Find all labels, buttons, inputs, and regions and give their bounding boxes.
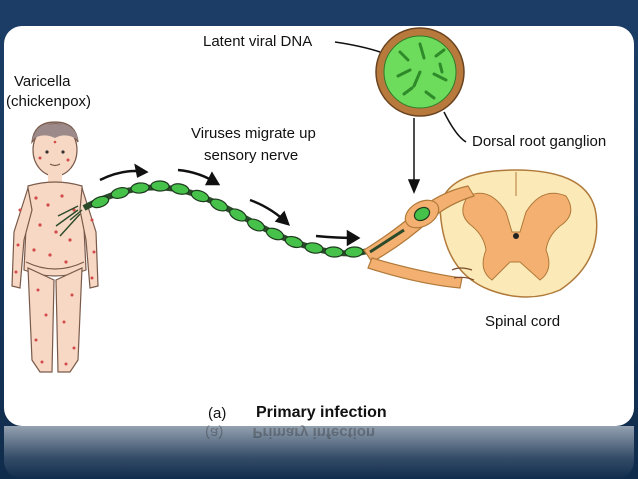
ganglion-label: Dorsal root ganglion bbox=[472, 133, 607, 150]
migrate-label-line1: Viruses migrate up bbox=[191, 125, 316, 142]
virus-chain bbox=[90, 180, 364, 258]
skin-nerve-endings bbox=[55, 205, 83, 237]
caption-letter: (a) bbox=[208, 405, 227, 422]
caption-reflection-title: Primary infection bbox=[252, 424, 376, 441]
viral-dna-strands bbox=[396, 42, 448, 100]
spinal-cord-label: Spinal cord bbox=[485, 313, 561, 330]
latent-dna-cell bbox=[375, 27, 465, 117]
child-figure bbox=[11, 121, 99, 373]
caption-reflection: (a) Primary infection bbox=[205, 424, 375, 441]
latent-dna-label: Latent viral DNA bbox=[203, 33, 313, 50]
caption-reflection-letter: (a) bbox=[205, 424, 224, 441]
rash-spots bbox=[14, 140, 96, 366]
migrate-label-line2: sensory nerve bbox=[204, 147, 299, 164]
callout-lines bbox=[334, 41, 467, 194]
slide-reflection bbox=[4, 426, 634, 479]
spinal-cord bbox=[439, 169, 598, 298]
chickenpox-label: (chickenpox) bbox=[6, 93, 92, 110]
varicella-label: Varicella bbox=[14, 73, 71, 90]
caption-title: Primary infection bbox=[256, 404, 387, 421]
sensory-nerve bbox=[82, 184, 373, 257]
migration-arrows bbox=[99, 163, 361, 247]
dorsal-root-ganglion bbox=[369, 199, 440, 254]
